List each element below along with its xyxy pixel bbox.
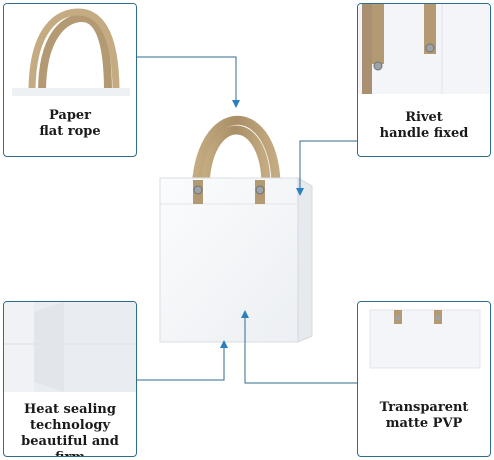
callout-label: Transparent matte PVP — [358, 400, 490, 432]
callout-line: Heat sealing — [24, 402, 116, 417]
detail-image-seam — [4, 302, 136, 392]
callout-paper-flat-rope: Paper flat rope — [3, 3, 137, 157]
detail-image-handle — [4, 4, 136, 104]
bag-body — [159, 177, 299, 343]
bag-side-panel — [297, 177, 313, 343]
arrow-tip-top-left — [232, 100, 240, 108]
arrow-tip-bottom-left — [220, 340, 228, 348]
connector-top-left — [137, 56, 237, 100]
connector-bottom-left — [137, 344, 225, 381]
callout-label: Paper flat rope — [4, 108, 136, 140]
callout-label: Heat sealing technology beautiful and fi… — [4, 402, 136, 456]
callout-line: flat rope — [39, 124, 101, 139]
bag-handle-front — [191, 116, 281, 201]
connector-bottom-right — [244, 316, 357, 384]
callout-line: Paper — [48, 108, 92, 123]
callout-line: beautiful and firm — [21, 434, 119, 456]
callout-line: matte PVP — [385, 416, 463, 431]
callout-transparent-matte: Transparent matte PVP — [357, 301, 491, 457]
callout-rivet-handle-fixed: Rivet handle fixed — [357, 3, 491, 157]
arrow-tip-top-right — [296, 188, 304, 196]
bag-handle-back — [200, 125, 271, 195]
arrow-tip-bottom-right — [241, 310, 249, 318]
callout-line: handle fixed — [379, 126, 469, 141]
callout-label: Rivet handle fixed — [358, 110, 490, 142]
detail-image-rivet — [358, 4, 490, 94]
callout-line: Transparent — [379, 400, 469, 415]
callout-line: technology — [29, 418, 111, 433]
detail-image-material — [358, 302, 490, 372]
callout-line: Rivet — [405, 110, 443, 125]
rivet-right — [255, 185, 265, 195]
rivet-left — [193, 185, 203, 195]
callout-heat-sealing: Heat sealing technology beautiful and fi… — [3, 301, 137, 457]
connector-top-right — [299, 140, 357, 188]
